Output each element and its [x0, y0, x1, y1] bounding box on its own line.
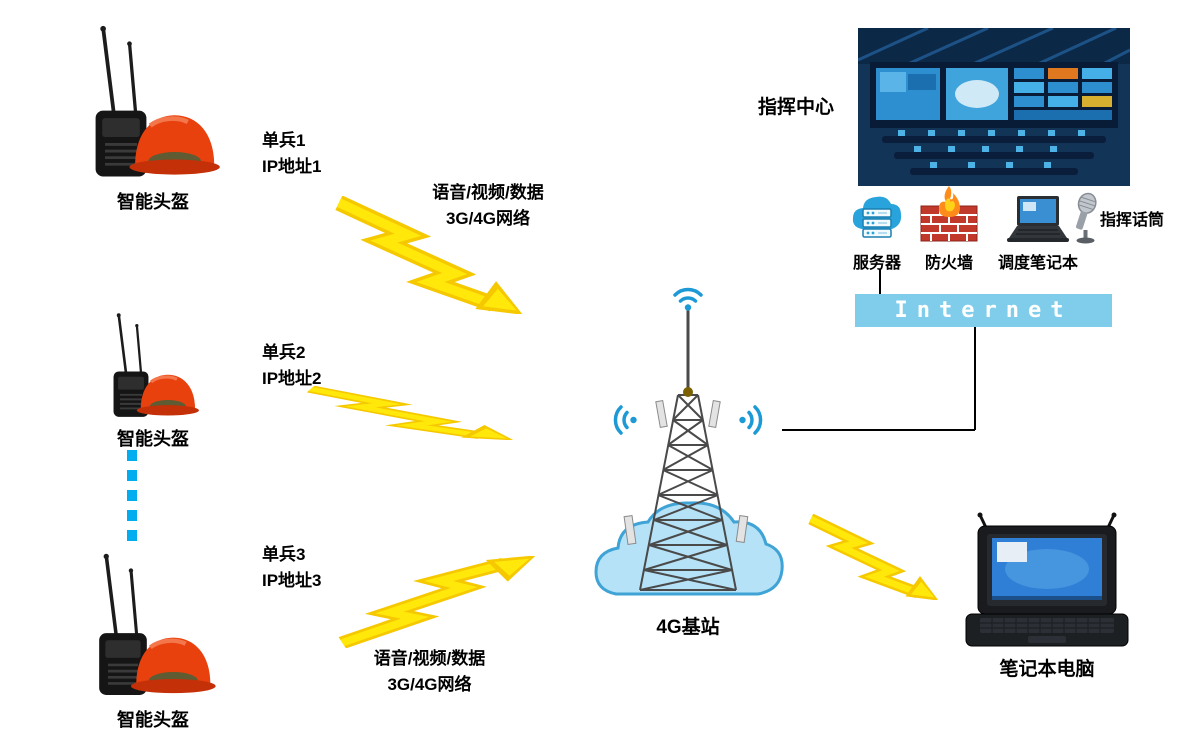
- brick-firewall-icon: [920, 186, 978, 242]
- dispatch-laptop-label: 调度笔记本: [997, 255, 1078, 272]
- smart-helmet-label-3: 智能头盔: [117, 710, 189, 730]
- field-laptop-label: 笔记本电脑: [999, 659, 1095, 680]
- internet-bar: Internet: [855, 294, 1112, 327]
- connector-server-to-internet: [879, 269, 881, 295]
- control-room-photo: [858, 28, 1130, 186]
- antenna-panels: [623, 400, 749, 545]
- lightning-arrow-icon-3: [335, 556, 535, 648]
- firewall-label: 防火墙: [924, 255, 973, 272]
- base-station-label: 4G基站: [656, 617, 720, 638]
- server-label: 服务器: [852, 255, 901, 272]
- soldier-1-name: 单兵1: [262, 131, 306, 150]
- wifi-signal-icon: [673, 287, 703, 313]
- network-cloud-icon: [594, 501, 784, 596]
- helmet-and-radio-icon-1: [78, 24, 228, 184]
- soldier-2-ip: IP地址2: [262, 368, 322, 388]
- internet-label: Internet: [894, 298, 1073, 323]
- link-caption-bottom-line2: 3G/4G网络: [387, 674, 472, 694]
- tower-beacon: [683, 387, 693, 397]
- connector-internet-to-tower: [782, 429, 975, 431]
- cloud-server-icon: [852, 196, 902, 238]
- soldier-3-caption: 单兵3 IP地址3: [262, 542, 322, 593]
- soldier-2-name: 单兵2: [262, 343, 306, 362]
- soldier-3-ip: IP地址3: [262, 570, 322, 590]
- soldier-3-name: 单兵3: [262, 545, 306, 564]
- link-caption-top-line1: 语音/视频/数据: [432, 183, 544, 202]
- link-caption-top-line2: 3G/4G网络: [445, 208, 531, 228]
- link-caption-bottom-line1: 语音/视频/数据: [373, 649, 486, 668]
- link-caption-top: 语音/视频/数据 3G/4G网络: [398, 180, 578, 231]
- microphone-icon: [1076, 192, 1097, 244]
- wifi-signal-icon: [613, 405, 639, 435]
- soldier-1-caption: 单兵1 IP地址1: [262, 128, 322, 179]
- smart-helmet-label-2: 智能头盔: [117, 429, 189, 449]
- helmet-and-radio-icon-2: [111, 312, 201, 419]
- lightning-arrow-icon-1: [332, 196, 522, 314]
- base-station-group: [594, 287, 784, 596]
- connector-internet-vertical: [974, 327, 976, 430]
- ellipsis-dotted-link: [127, 450, 137, 548]
- link-caption-bottom: 语音/视频/数据 3G/4G网络: [342, 646, 517, 697]
- helmet-and-radio-icon-3: [78, 552, 228, 702]
- lightning-arrow-icon-2: [303, 386, 513, 440]
- wifi-signal-icon: [737, 405, 763, 435]
- soldier-2-caption: 单兵2 IP地址2: [262, 340, 322, 391]
- soldier-1-ip: IP地址1: [262, 156, 322, 176]
- smart-helmet-label-1: 智能头盔: [117, 192, 189, 212]
- dispatch-laptop-icon: [1007, 196, 1069, 242]
- command-center-label: 指挥中心: [758, 97, 835, 118]
- command-mic-label: 指挥话筒: [1100, 212, 1165, 229]
- rugged-laptop-icon: [965, 512, 1129, 647]
- lightning-arrow-icon-laptop: [806, 514, 938, 600]
